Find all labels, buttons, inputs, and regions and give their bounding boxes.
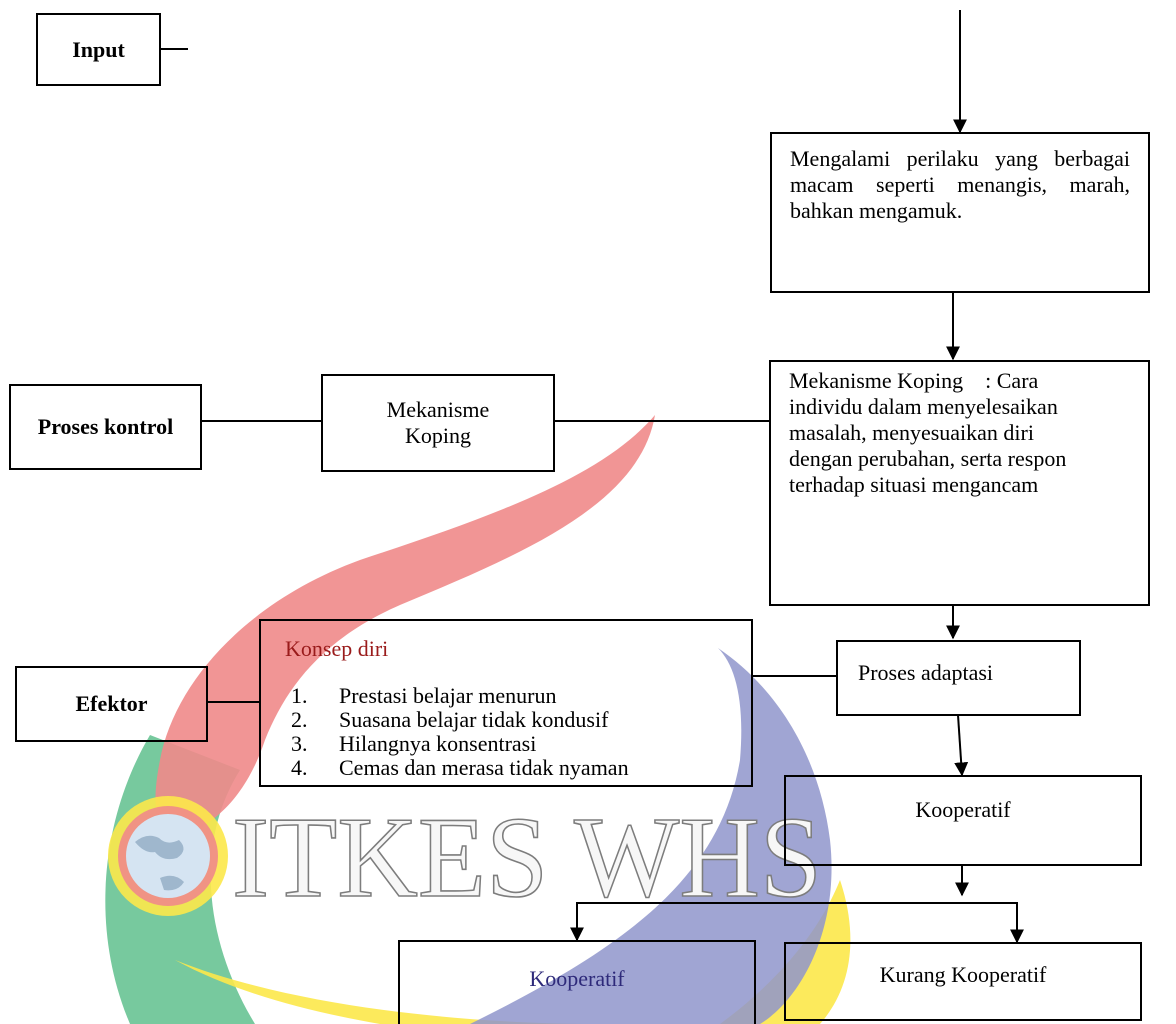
self-concept-list: 1. Prestasi belajar menurun 2. Suasana bel… <box>261 684 751 780</box>
list-item-number: 2. <box>291 707 308 732</box>
cooperative-left-box: Kooperatif <box>398 940 756 1024</box>
process-control-label-box: Proses kontrol <box>9 384 202 470</box>
list-item-number: 1. <box>291 683 308 708</box>
list-item-number: 4. <box>291 755 308 780</box>
list-item: 2. Suasana belajar tidak kondusif <box>291 708 751 732</box>
watermark-yellow-swoosh <box>175 960 600 1024</box>
input-label-box: Input <box>36 13 161 86</box>
watermark-globe-icon <box>108 796 228 916</box>
list-item: 1. Prestasi belajar menurun <box>291 684 751 708</box>
adaptation-process-box: Proses adaptasi <box>836 640 1081 716</box>
list-item: 3. Hilangnya konsentrasi <box>291 732 751 756</box>
watermark-red-swoosh <box>155 415 655 840</box>
self-concept-box: Konsep diri 1. Prestasi belajar menurun 2… <box>259 619 753 787</box>
list-item-text: Suasana belajar tidak kondusif <box>339 707 609 732</box>
list-item-text: Cemas dan merasa tidak nyaman <box>339 755 629 780</box>
cooperative-box: Kooperatif <box>784 775 1142 866</box>
effector-label-box: Efektor <box>15 666 208 742</box>
list-item-number: 3. <box>291 731 308 756</box>
list-item: 4. Cemas dan merasa tidak nyaman <box>291 756 751 780</box>
watermark-yellow-swoosh-right <box>720 880 851 1024</box>
behavior-box: Mengalami perilaku yang berbagai macam s… <box>770 132 1150 293</box>
self-concept-title: Konsep diri <box>285 636 389 661</box>
watermark-text: ITKES WHS <box>232 794 822 922</box>
list-item-text: Hilangnya konsentrasi <box>339 731 537 756</box>
less-cooperative-box: Kurang Kooperatif <box>784 942 1142 1021</box>
list-item-text: Prestasi belajar menurun <box>339 683 557 708</box>
coping-mechanism-box: Mekanisme Koping <box>321 374 555 472</box>
coping-mechanism-detail-box: Mekanisme Koping : Cara individu dalam m… <box>769 360 1150 606</box>
